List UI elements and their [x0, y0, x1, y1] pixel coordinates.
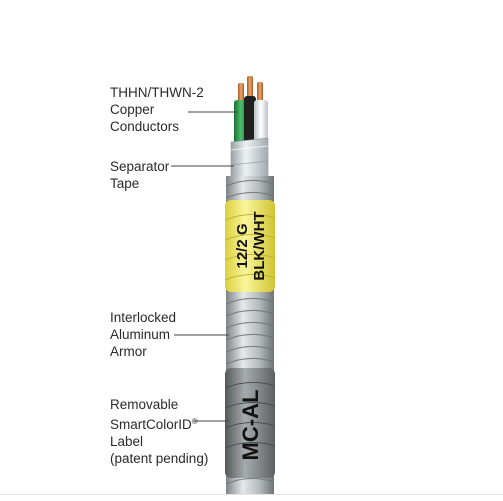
separator-tape	[230, 137, 269, 187]
yellow-id-band: 12/2 G BLK/WHT	[224, 200, 276, 292]
gray-id-band: MC-AL	[224, 368, 276, 478]
id-label-line4: (patent pending)	[110, 451, 209, 466]
id-label-line2: SmartColorID	[110, 417, 192, 432]
separator-tape-label: Separator Tape	[110, 159, 170, 191]
conductors-label: THHN/THWN-2 Copper Conductors	[110, 85, 204, 134]
gray-band-text: MC-AL	[238, 390, 263, 461]
id-label-line3: Label	[110, 434, 144, 449]
leader-lines	[171, 111, 238, 422]
copper-conductors	[238, 76, 263, 105]
armor-label: Interlocked Aluminum Armor	[110, 310, 177, 359]
yellow-band-line1: 12/2 G	[234, 223, 251, 268]
registered-mark: ®	[191, 417, 198, 426]
id-label-line1: Removable	[110, 397, 179, 412]
yellow-band-line2: BLK/WHT	[251, 211, 268, 280]
bottom-divider	[0, 494, 503, 495]
